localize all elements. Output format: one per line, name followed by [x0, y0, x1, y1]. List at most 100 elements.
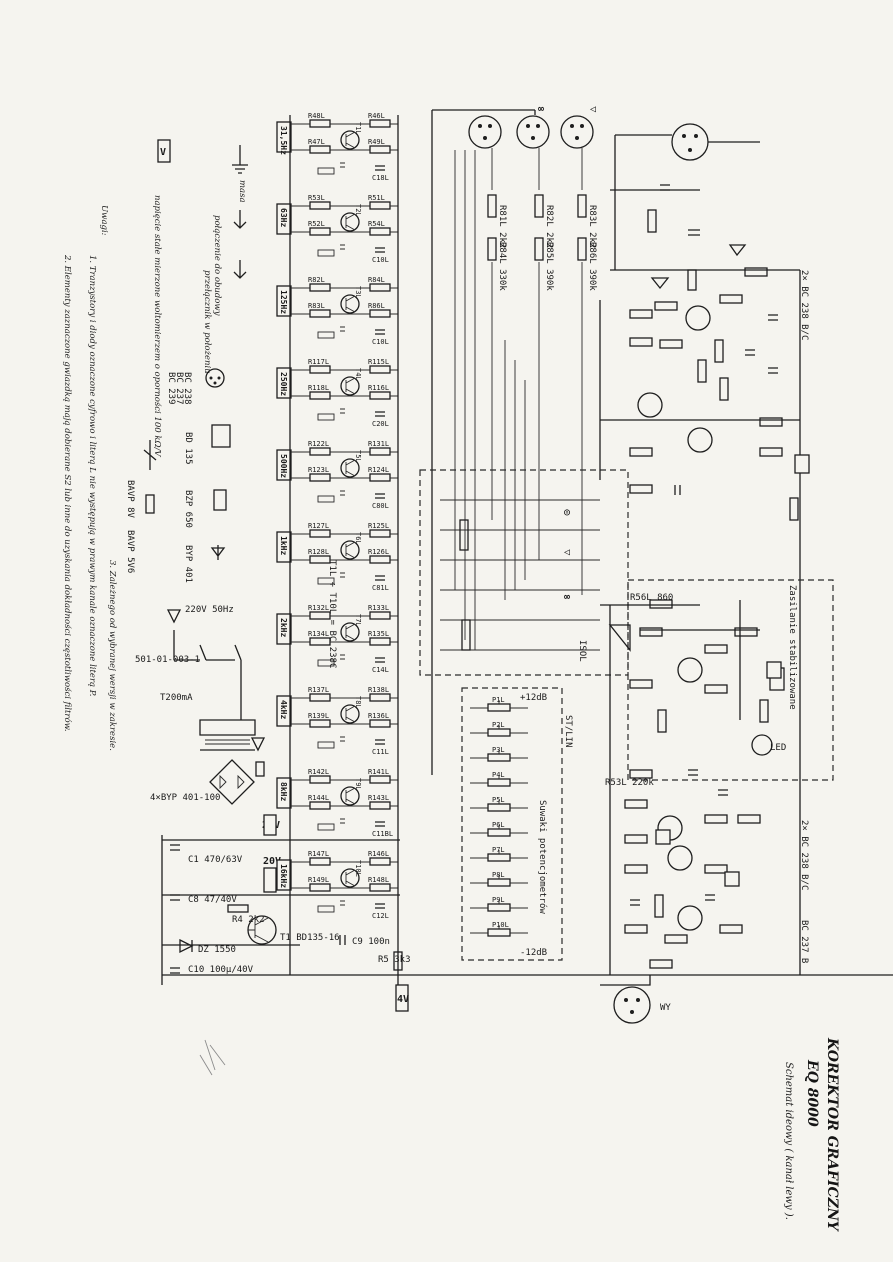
- band-frequency-box: [276, 449, 292, 481]
- slider-wiring: [470, 800, 528, 809]
- legend-block: V napięcie stałe mierzone woltomierzem o…: [125, 139, 248, 583]
- band-frequency-box: [276, 859, 292, 891]
- band-resistor-label: R133L: [368, 604, 389, 612]
- voltage-box-4v: [395, 984, 409, 1012]
- transistor-note: T1L ÷ T10L = BC 238C: [327, 560, 337, 668]
- band-transistor-leads: [345, 295, 356, 313]
- voltage-box-amp: [794, 454, 810, 474]
- title-model: EQ 8000: [804, 1059, 820, 1127]
- resistor-r58l: [624, 834, 648, 844]
- title-block: KOREKTOR GRAFICZNY EQ 8000 Schemat ideow…: [783, 1037, 840, 1233]
- title-subtitle: Schemat ideowy ( kanał lewy ).: [783, 1062, 794, 1220]
- band-capacitor: [375, 493, 385, 499]
- band-transistor: [340, 212, 360, 232]
- band-frequency-label: 250Hz: [279, 372, 288, 396]
- band-transistor-label: T10L: [354, 860, 362, 877]
- resistor-input-3: [577, 194, 587, 218]
- slider-potentiometer: [487, 728, 511, 737]
- resistor-r2: [759, 699, 769, 723]
- voltage-box-20v: [263, 867, 277, 893]
- mains-switch: [173, 630, 242, 720]
- band-resistor-label: R122L: [308, 440, 329, 448]
- band-capacitor-label: C80L: [372, 502, 389, 510]
- t1-label: T1 BD135-16: [280, 933, 340, 943]
- band-filters: 31,5HzR48LR47LR46LR49LT1LC18L63HzR53LR52…: [276, 112, 398, 920]
- cap-c8: [170, 894, 180, 901]
- resistor-input-6: [577, 237, 587, 261]
- band-transistor-leads: [345, 459, 356, 477]
- resistor-switch-1: [459, 519, 469, 551]
- band-resistor-label: R128L: [308, 548, 329, 556]
- voltage-box-out: [766, 661, 782, 679]
- resistor-r4: [227, 904, 249, 913]
- band-small-cap: [340, 818, 345, 824]
- slider-wiring: [470, 850, 528, 859]
- voltage-test-point: [255, 761, 265, 777]
- slider-wiring: [470, 775, 528, 784]
- resistor-r10l: [659, 339, 683, 349]
- band-wiring: [290, 369, 398, 397]
- r5-label: R5 3k3: [378, 955, 411, 965]
- band-transistor: [340, 540, 360, 560]
- resistor-r56l-b: [704, 814, 728, 824]
- legend-diode-2: BAVP 5V6: [125, 530, 135, 573]
- resistor-r4l: [719, 294, 743, 304]
- band-frequency-box: [276, 203, 292, 235]
- resistor-bottom-2: R85L 390k: [544, 242, 554, 291]
- resistor-r3l: [744, 267, 768, 277]
- band-frequency-box: [276, 695, 292, 727]
- band-resistor: [309, 883, 331, 892]
- band-resistor: [369, 775, 391, 784]
- band-capacitor-label: C12L: [372, 912, 389, 920]
- band-resistor: [369, 883, 391, 892]
- band-resistor: [309, 637, 331, 646]
- resistor-r5l: [654, 301, 678, 311]
- band-resistor-small: [317, 495, 335, 503]
- resistor-r7l: [629, 337, 653, 347]
- input-amplifier: 2× BC 238 B/C: [599, 123, 810, 975]
- legend-voltage-desc: napięcie stałe mierzone woltomierzem o o…: [152, 195, 163, 457]
- band-resistor-label: R136L: [368, 712, 389, 720]
- band-capacitor-label: C20L: [372, 420, 389, 428]
- band-resistor-label: R46L: [368, 112, 385, 120]
- ground-icon: [232, 145, 248, 174]
- band-resistor: [309, 529, 331, 538]
- slider-wiring: [470, 925, 528, 934]
- band-wiring: [290, 205, 398, 233]
- band-resistor-label: R135L: [368, 630, 389, 638]
- scan-mark: [199, 1039, 226, 1076]
- legend-chassis-desc: połączenie do obudowy: [212, 215, 222, 316]
- resistor-r16l: [759, 417, 783, 427]
- slider-potentiometer: [487, 703, 511, 712]
- band-resistor: [309, 391, 331, 400]
- band-transistor-label: T7L: [354, 614, 362, 627]
- band-resistor: [309, 119, 331, 128]
- slider-label: P1L: [492, 696, 505, 704]
- output-din-socket: [613, 986, 651, 1024]
- band-small-cap: [340, 326, 345, 332]
- band-wiring: [290, 861, 398, 889]
- band-resistor: [309, 693, 331, 702]
- resistor-input-1: [487, 194, 497, 218]
- cap-c1: [170, 844, 180, 851]
- band-transistor-leads: [345, 541, 356, 559]
- band-resistor-label: R148L: [368, 876, 389, 884]
- voltage-box-22v: [263, 814, 277, 836]
- supply-rails: [162, 839, 893, 976]
- band-small-cap: [340, 162, 345, 168]
- band-capacitor: [375, 411, 385, 417]
- resistor-r5: [393, 951, 403, 971]
- amp-rails: [610, 134, 800, 271]
- band-resistor-label: R123L: [308, 466, 329, 474]
- band-transistor-label: T4L: [354, 368, 362, 381]
- slider-label: P7L: [492, 846, 505, 854]
- in-switch-label: ISOL: [577, 640, 587, 662]
- resistor-r55l: [704, 684, 728, 694]
- band-capacitor: [375, 575, 385, 581]
- band-capacitor: [375, 739, 385, 745]
- band-frequency-box: [276, 777, 292, 809]
